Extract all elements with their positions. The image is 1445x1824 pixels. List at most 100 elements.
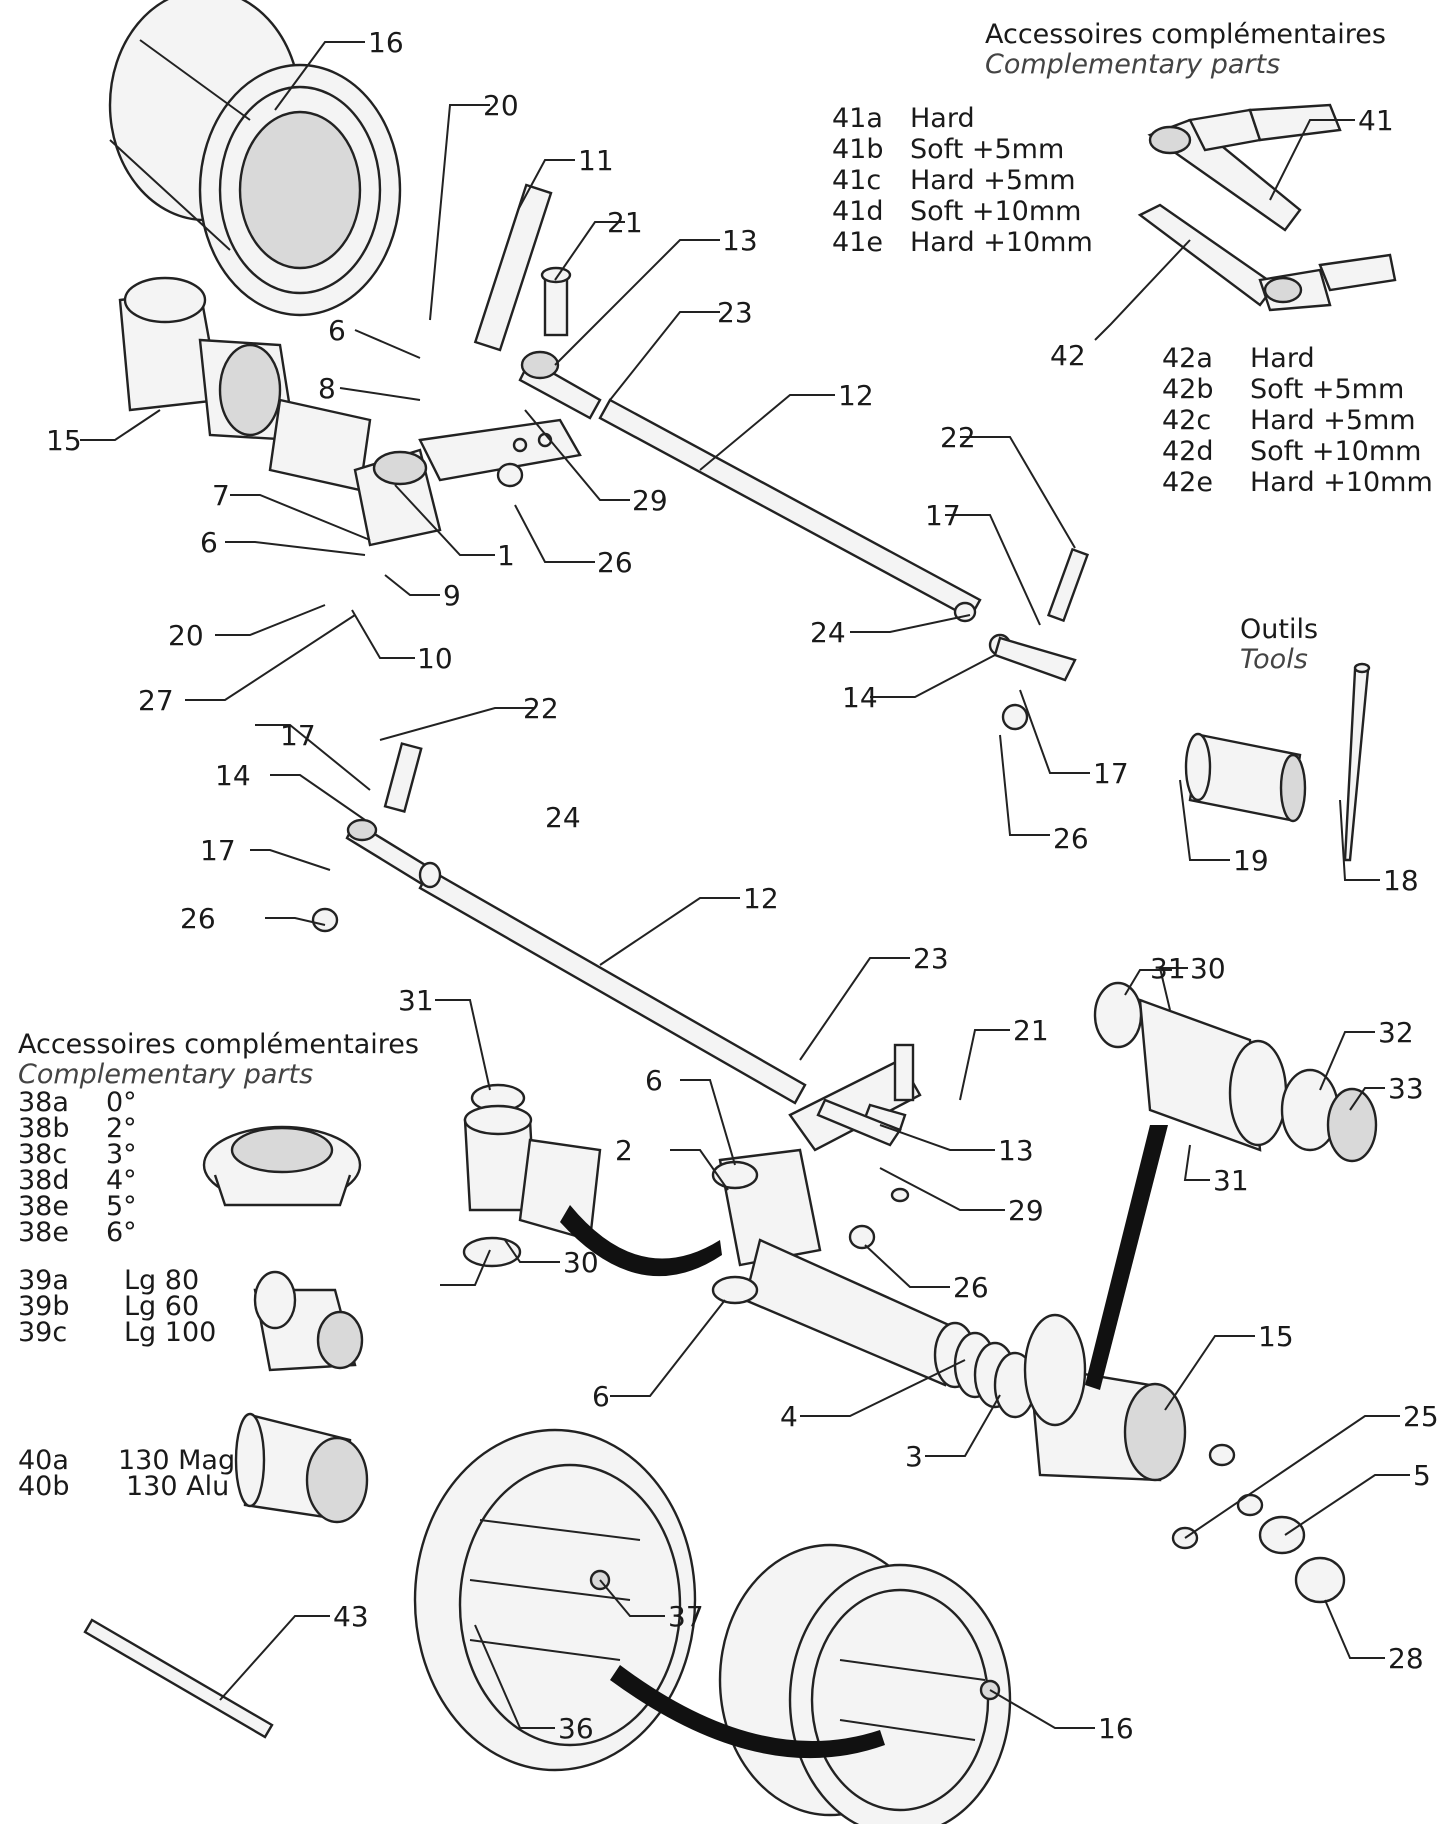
variant-list-40: 40a 130 Mag 40b 130 Alu: [18, 1445, 236, 1502]
callout-12-bottom: 12: [743, 882, 779, 915]
variant-label: 130 Alu: [126, 1471, 230, 1502]
callout-21-bottom: 21: [1013, 1014, 1049, 1047]
variant-label: 6°: [106, 1217, 137, 1248]
axle-hub-right-30-33: [1093, 981, 1378, 1163]
accessory-hub-40: [234, 1412, 369, 1524]
variant-code: 42a: [1162, 343, 1213, 374]
variant-row: 38e 6°: [18, 1217, 137, 1248]
variant-label: 4°: [106, 1165, 137, 1196]
variant-row: 38d 4°: [18, 1165, 137, 1196]
callout-32: 32: [1378, 1016, 1414, 1049]
variant-code: 41b: [832, 134, 884, 165]
callout-12-top: 12: [838, 379, 874, 412]
callout-25: 25: [1403, 1400, 1439, 1433]
variant-code: 41a: [832, 103, 883, 134]
callout-29-top: 29: [632, 484, 668, 517]
accessory-nut-38: [202, 1125, 362, 1207]
variant-label: Hard +5mm: [1250, 405, 1416, 436]
spring-stack-3-4: [933, 1321, 1037, 1419]
callout-37: 37: [668, 1600, 704, 1633]
variant-code: 40a: [18, 1445, 69, 1476]
callout-31-right-top: 31: [1150, 952, 1186, 985]
callout-4: 4: [780, 1400, 798, 1433]
accessories-subtitle-top: Complementary parts: [985, 49, 1281, 80]
callout-26-left: 26: [180, 902, 216, 935]
callout-1: 1: [497, 539, 515, 572]
wheel-rim-bottom-left: [413, 1428, 697, 1772]
accessories-subtitle-left: Complementary parts: [18, 1059, 314, 1090]
variant-code: 38d: [18, 1165, 70, 1196]
callout-17-left-bottom: 17: [200, 834, 236, 867]
callout-41: 41: [1358, 104, 1394, 137]
callout-22-left: 22: [523, 692, 559, 725]
accessories-heading-left: Accessoires complémentaires Complementar…: [18, 1030, 419, 1090]
callout-14-left: 14: [215, 759, 251, 792]
assembly-bands: [560, 1125, 1168, 1759]
variant-code: 38a: [18, 1087, 69, 1118]
callout-43: 43: [333, 1600, 369, 1633]
accessory-hub-39: [253, 1270, 364, 1372]
callout-33: 33: [1388, 1072, 1424, 1105]
variant-label: 3°: [106, 1139, 137, 1170]
variant-row: 38a 0°: [18, 1087, 137, 1118]
callout-26-right: 26: [1053, 822, 1089, 855]
tools-heading: Outils Tools: [1240, 615, 1318, 675]
variant-label: 0°: [106, 1087, 137, 1118]
variant-row: 41b Soft +5mm: [832, 134, 1093, 165]
variant-code: 41c: [832, 165, 882, 196]
variant-code: 41e: [832, 227, 883, 258]
callout-13-bottom: 13: [998, 1134, 1034, 1167]
variant-code: 39c: [18, 1317, 68, 1348]
callout-15-bottom: 15: [1258, 1320, 1294, 1353]
callout-10: 10: [417, 642, 453, 675]
variant-label: Lg 100: [124, 1317, 217, 1348]
callout-30-left: 30: [563, 1246, 599, 1279]
accessories-heading-top: Accessoires complémentaires Complementar…: [985, 20, 1386, 80]
callout-16-bottom: 16: [1098, 1712, 1134, 1745]
variant-label: 130 Mag: [118, 1445, 236, 1476]
callout-8: 8: [318, 372, 336, 405]
callout-36: 36: [558, 1712, 594, 1745]
variant-code: 40b: [18, 1471, 70, 1502]
knuckle-accessory-41: [1147, 103, 1342, 232]
variant-code: 39b: [18, 1291, 70, 1322]
steering-knuckle-bottom: [711, 1058, 962, 1387]
callout-7: 7: [212, 479, 230, 512]
callout-numbers: 16 20 11 21 13 23 6 8 15 12 29 7 1 26 6 …: [46, 26, 1439, 1745]
rod-end-upper: [473, 183, 602, 420]
callout-26-bottom: 26: [953, 1271, 989, 1304]
variant-label: Soft +5mm: [910, 134, 1065, 165]
callout-13: 13: [722, 224, 758, 257]
callout-22-right: 22: [940, 421, 976, 454]
callout-2: 2: [615, 1134, 633, 1167]
tools-subtitle: Tools: [1240, 644, 1308, 675]
callout-6-upper: 6: [328, 314, 346, 347]
wheel-rim-top: [108, 0, 402, 317]
callout-6-bottom-top: 6: [645, 1064, 663, 1097]
variant-code: 38e: [18, 1217, 69, 1248]
callout-11: 11: [578, 144, 614, 177]
callout-20: 20: [483, 89, 519, 122]
variant-row: 40a 130 Mag: [18, 1445, 236, 1476]
callout-17-right-top: 17: [925, 499, 961, 532]
callout-24-right: 24: [810, 616, 846, 649]
variant-label: Hard +10mm: [1250, 467, 1433, 498]
callout-15-top: 15: [46, 424, 82, 457]
accessories-title-top: Accessoires complémentaires: [985, 19, 1386, 50]
knuckle-accessory-42: [1137, 203, 1397, 312]
variant-label: Lg 80: [124, 1265, 200, 1296]
accessories-title-left: Accessoires complémentaires: [18, 1029, 419, 1060]
callout-5: 5: [1413, 1459, 1431, 1492]
callout-17-left-top: 17: [280, 719, 316, 752]
